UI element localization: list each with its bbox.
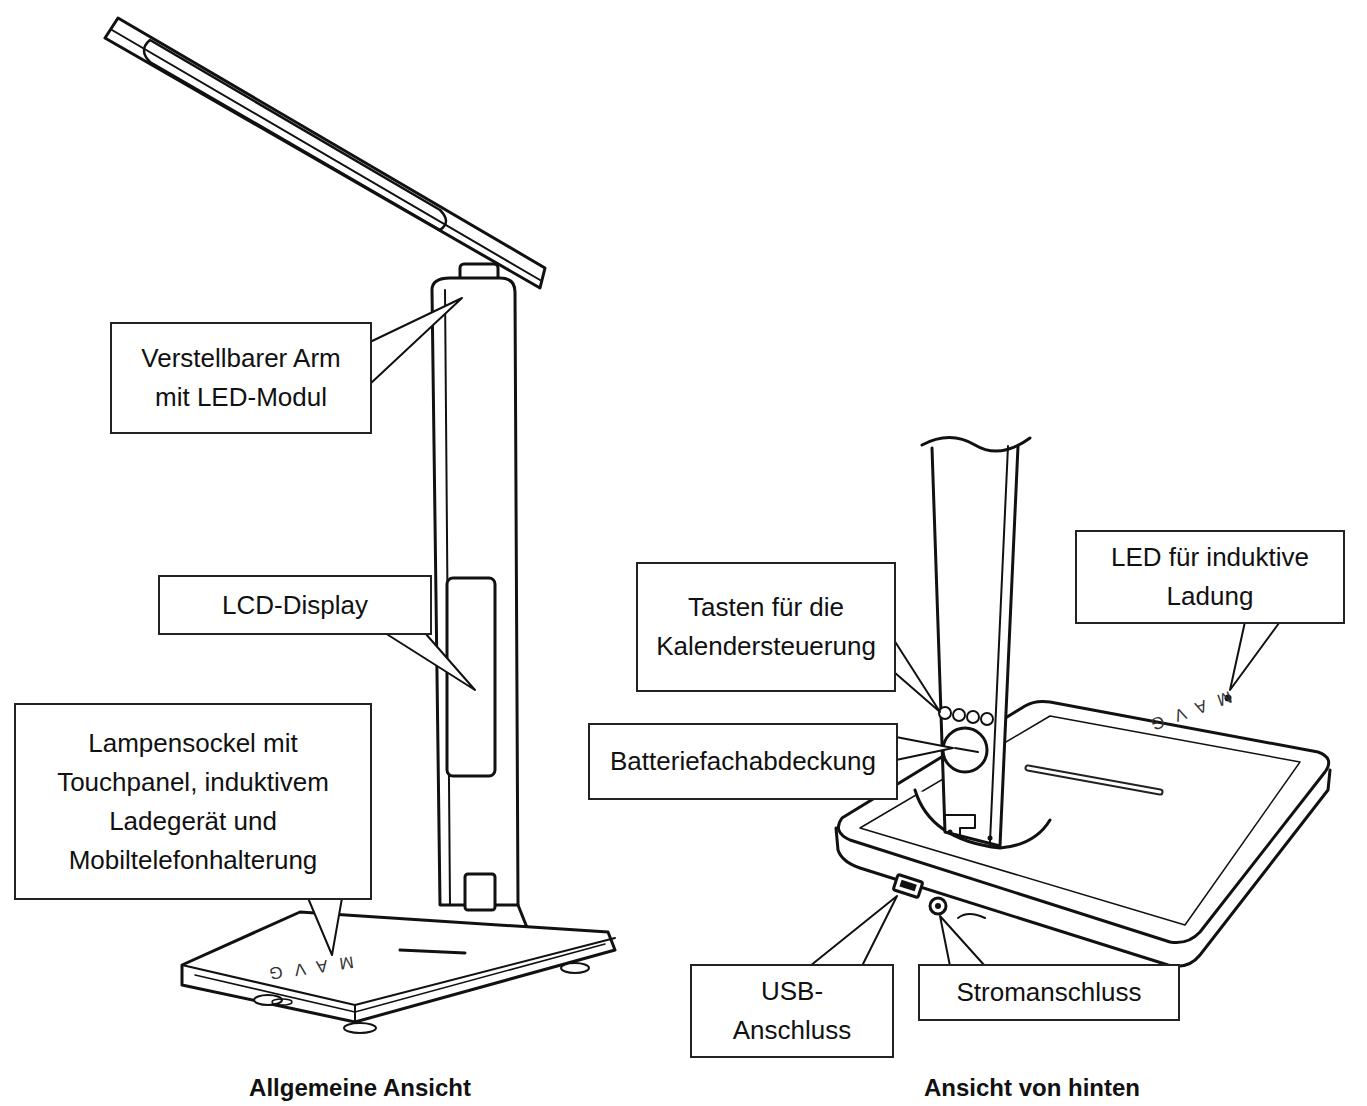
callout-text: LCD-Display (222, 586, 368, 625)
callout-text: USB-Anschluss (702, 972, 882, 1050)
callout-box: Verstellbarer Arm mit LED-Modul (110, 322, 372, 434)
view-caption: Allgemeine Ansicht (249, 1074, 471, 1102)
callout-text: Lampensockel mit Touchpanel, induktivem … (26, 724, 360, 880)
leader-lines (308, 298, 1290, 966)
view-caption: Ansicht von hinten (924, 1074, 1140, 1102)
callout-text: LED für induktive Ladung (1087, 538, 1333, 616)
callout-box: LCD-Display (158, 575, 432, 635)
lamp-rear-view (836, 438, 1330, 967)
callout-box: Batteriefachabdeckung (588, 723, 898, 800)
callout-box: Stromanschluss (918, 964, 1180, 1021)
callout-box: LED für induktive Ladung (1075, 530, 1345, 624)
callout-text: Batteriefachabdeckung (610, 742, 876, 781)
callout-box: USB-Anschluss (690, 964, 894, 1058)
callout-text: Verstellbarer Arm mit LED-Modul (122, 339, 360, 417)
callout-box: Lampensockel mit Touchpanel, induktivem … (14, 703, 372, 900)
callout-text: Stromanschluss (957, 973, 1142, 1012)
callout-box: Tasten für die Kalendersteuerung (636, 562, 896, 692)
callout-text: Tasten für die Kalendersteuerung (648, 588, 884, 666)
